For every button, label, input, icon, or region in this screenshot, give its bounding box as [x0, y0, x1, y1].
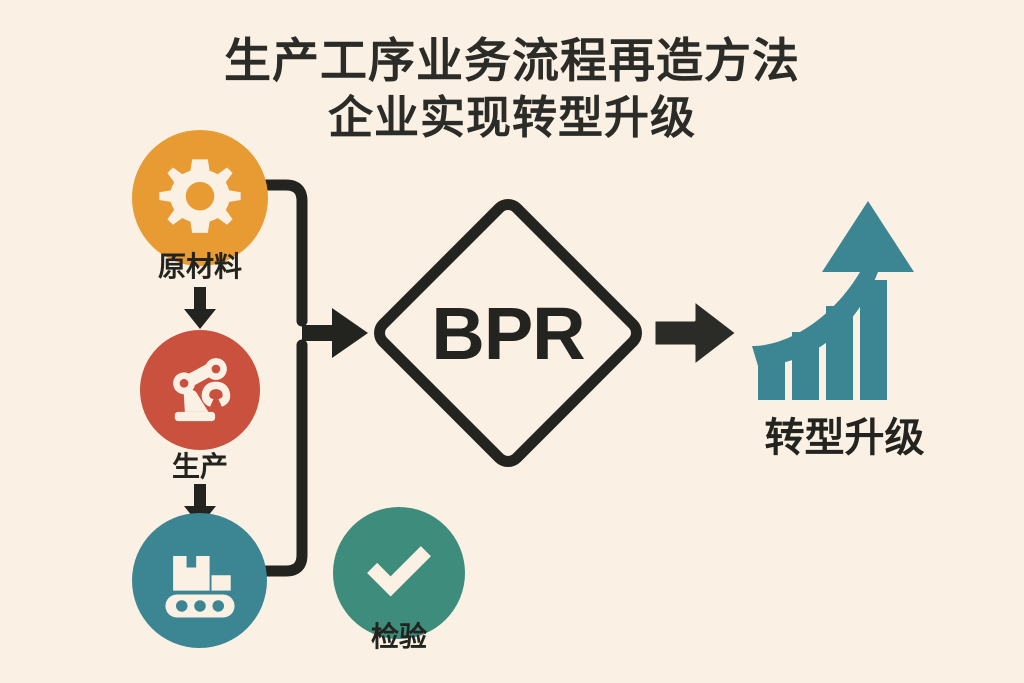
- bpr-node: BPR: [366, 191, 650, 475]
- page-title: 生产工序业务流程再造方法 企业实现转型升级: [0, 32, 1024, 146]
- step-icon-inspection: [333, 507, 465, 639]
- title-line-1: 生产工序业务流程再造方法: [224, 34, 800, 87]
- robot-arm-icon: [173, 358, 231, 422]
- step-icon-packaging: [132, 513, 267, 648]
- step-icon-raw-material: [132, 130, 268, 266]
- outcome-label: 转型升级: [764, 416, 925, 460]
- arrow-right-icon-merge: [302, 308, 368, 358]
- conveyor-belt-icon: [164, 555, 235, 617]
- checkmark-icon: [367, 546, 431, 597]
- title-line-2: 企业实现转型升级: [327, 92, 696, 143]
- arrow-right-icon-result: [652, 298, 739, 368]
- step-label-raw-material: 原材料: [157, 251, 242, 282]
- bpr-label: BPR: [431, 291, 585, 375]
- step-label-production: 生产: [171, 451, 228, 482]
- upward-arrow-shape: [752, 201, 914, 366]
- growth-arrow-chart-icon: [752, 201, 914, 400]
- step-icon-production: [140, 330, 260, 450]
- gear-icon: [159, 159, 241, 233]
- step-label-inspection: 检验: [370, 621, 427, 652]
- arrow-down-icon-1: [184, 287, 216, 329]
